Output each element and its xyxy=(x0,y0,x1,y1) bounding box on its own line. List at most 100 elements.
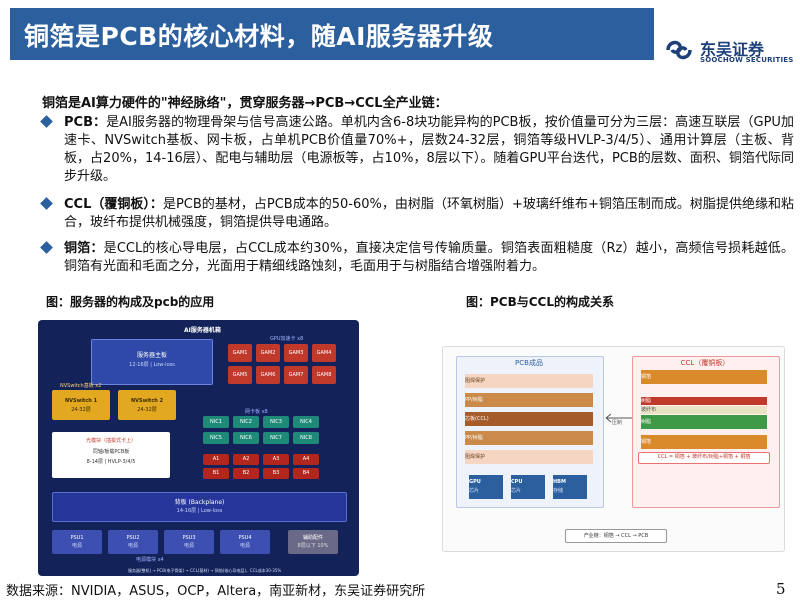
mainboard-sub: 12-16层 | Low-loss xyxy=(129,362,175,368)
ccl-layer: 铜箔 xyxy=(641,370,767,384)
ccl-title: CCL（覆铜板） xyxy=(680,359,730,367)
gpu-card: GAM7 xyxy=(284,366,308,384)
hbm-chip: A4 xyxy=(293,454,319,465)
nvswitch-2-box: NVSwitch 2 24-32层 xyxy=(118,390,176,420)
psu-sub: 电源 xyxy=(71,543,82,549)
component-label: HBM xyxy=(553,479,566,485)
page-number: 5 xyxy=(776,580,786,598)
ccl-layer: 树脂 xyxy=(641,397,767,405)
optical-sub-2: 8-14层 | HVLP-3/4/5 xyxy=(86,459,136,465)
pcb-component-chip: GPU 芯片 xyxy=(469,475,503,499)
mainboard-box: 服务器主板 12-16层 | Low-loss xyxy=(91,339,213,385)
figure-caption-left: 图：服务器的构成及pcb的应用 xyxy=(46,295,215,309)
pcb-layer: PP/树脂 xyxy=(465,393,593,407)
psu-box: PSU1 电源 xyxy=(52,530,102,554)
pcb-title: PCB成品 xyxy=(515,359,543,367)
optical-label: 光模块（插拔式卡上） xyxy=(85,438,136,444)
pcb-component-chip: HBM 存储 xyxy=(553,475,587,499)
component-label: GPU xyxy=(469,479,481,485)
nic-card: NIC7 xyxy=(263,432,289,444)
title-bar: 铜箔是PCB的核心材料，随AI服务器升级 xyxy=(10,8,654,60)
bullet-text: 是PCB的基材，占PCB成本的50-60%，由树脂（环氧树脂）+玻璃纤维布+铜箔… xyxy=(64,197,794,230)
hbm-chip: B1 xyxy=(203,468,229,479)
nvswitch-1-sub: 24-32层 xyxy=(71,407,91,413)
aux-label: 辅助配件 xyxy=(302,535,323,541)
gpu-card: GAM8 xyxy=(312,366,336,384)
pcb-layer: 芯板(CCL) xyxy=(465,412,593,426)
psu-box: PSU2 电源 xyxy=(108,530,158,554)
bullet-term: CCL（覆铜板）： xyxy=(64,197,163,212)
nvswitch-group-label: NVSwitch基板 x2 xyxy=(60,383,102,389)
component-sub: 芯片 xyxy=(511,488,522,494)
arrow-icon xyxy=(605,413,632,423)
component-sub: 存储 xyxy=(553,488,564,494)
hbm-chip: A1 xyxy=(203,454,229,465)
mainboard-label: 服务器主板 xyxy=(136,352,167,359)
logo-cn: 东吴证券 xyxy=(700,40,765,59)
chain-label: 产业链：铜箔 → CCL → PCB xyxy=(565,529,667,543)
hbm-chip: A3 xyxy=(263,454,289,465)
component-sub: 芯片 xyxy=(469,488,480,494)
nic-card: NIC4 xyxy=(293,416,319,428)
nvswitch-2-sub: 24-32层 xyxy=(137,407,157,413)
pcb-component-chip: CPU 芯片 xyxy=(511,475,545,499)
optical-sub-1: 同轴/板载PCB板 xyxy=(92,449,130,455)
component-label: CPU xyxy=(511,479,523,485)
diamond-bullet-icon xyxy=(40,241,53,254)
optical-module-box: 光模块（插拔式卡上） 同轴/板载PCB板 8-14层 | HVLP-3/4/5 xyxy=(52,432,170,478)
logo: 东吴证券 SOOCHOW SECURITIES xyxy=(662,34,794,66)
psu-label: PSU3 xyxy=(182,535,196,541)
pcb-layer: 阻焊保护 xyxy=(465,450,593,464)
psu-sub: 电源 xyxy=(239,543,250,549)
pcb-layer: PP/树脂 xyxy=(465,431,593,445)
nic-card: NIC8 xyxy=(293,432,319,444)
diamond-bullet-icon xyxy=(40,115,53,128)
gpu-card: GAM2 xyxy=(256,344,280,362)
psu-box: PSU3 电源 xyxy=(164,530,214,554)
bullet-copper-foil: 铜箔：是CCL的核心导电层，占CCL成本约30%，直接决定信号传输质量。铜箔表面… xyxy=(40,240,794,276)
aux-sub: 8层以下 10% xyxy=(297,543,329,549)
nic-card: NIC6 xyxy=(233,432,259,444)
hbm-chip: B2 xyxy=(233,468,259,479)
bullet-text: 是AI服务器的物理骨架与信号高速公路。单机内含6-8块功能异构的PCB板，按价值… xyxy=(64,115,794,184)
ccl-layer: 铜箔 xyxy=(641,435,767,449)
page-title: 铜箔是PCB的核心材料，随AI服务器升级 xyxy=(24,22,494,51)
power-group-label: 电源模块 x4 xyxy=(136,557,164,563)
logo-en: SOOCHOW SECURITIES xyxy=(700,56,794,64)
gpu-card: GAM4 xyxy=(312,344,336,362)
backplane-label: 背板 (Backplane) xyxy=(174,499,225,506)
nic-card: NIC5 xyxy=(203,432,229,444)
diamond-bullet-icon xyxy=(40,197,53,210)
ccl-formula: CCL = 铜箔 + 玻纤布/树脂+铜箔 + 铜箔 xyxy=(638,452,770,464)
hbm-chip: B4 xyxy=(293,468,319,479)
diagram-title: AI服务器机箱 xyxy=(184,327,221,334)
aux-box: 辅助配件 8层以下 10% xyxy=(288,530,338,554)
press-label: 压制 xyxy=(611,420,622,426)
figure-caption-right: 图：PCB与CCL的构成关系 xyxy=(466,295,615,309)
bullet-pcb: PCB：是AI服务器的物理骨架与信号高速公路。单机内含6-8块功能异构的PCB板… xyxy=(40,114,794,186)
server-diagram: AI服务器机箱 服务器主板 12-16层 | Low-loss GPU加速卡 x… xyxy=(38,320,359,576)
nvswitch-2-label: NVSwitch 2 xyxy=(130,398,164,404)
psu-label: PSU1 xyxy=(70,535,84,541)
psu-sub: 电源 xyxy=(127,543,138,549)
nic-card: NIC3 xyxy=(263,416,289,428)
psu-box: PSU4 电源 xyxy=(220,530,270,554)
bullet-text: 是CCL的核心导电层，占CCL成本约30%，直接决定信号传输质量。铜箔表面粗糙度… xyxy=(64,241,794,274)
hbm-chip: A2 xyxy=(233,454,259,465)
backplane-box: 背板 (Backplane) 14-16层 | Low-loss xyxy=(52,492,347,522)
bullet-term: 铜箔： xyxy=(64,241,104,256)
psu-label: PSU4 xyxy=(238,535,252,541)
diagram-footer: 服务器(整机) → PCB(电子骨架) → CCL(基材) → 铜箔(核心导电层… xyxy=(128,568,282,573)
nic-group-label: 网卡板 x8 xyxy=(245,409,268,415)
ccl-layer: 树脂 xyxy=(641,415,767,429)
bullet-ccl: CCL（覆铜板）：是PCB的基材，占PCB成本的50-60%，由树脂（环氧树脂）… xyxy=(40,196,794,232)
soochow-logo-icon xyxy=(666,40,692,60)
psu-label: PSU2 xyxy=(126,535,140,541)
psu-sub: 电源 xyxy=(183,543,194,549)
backplane-sub: 14-16层 | Low-loss xyxy=(176,508,223,514)
gpu-card: GAM6 xyxy=(256,366,280,384)
nic-card: NIC1 xyxy=(203,416,229,428)
lead-text: 铜箔是AI算力硬件的"神经脉络"，贯穿服务器→PCB→CCL全产业链： xyxy=(42,96,448,111)
gpu-card: GAM3 xyxy=(284,344,308,362)
